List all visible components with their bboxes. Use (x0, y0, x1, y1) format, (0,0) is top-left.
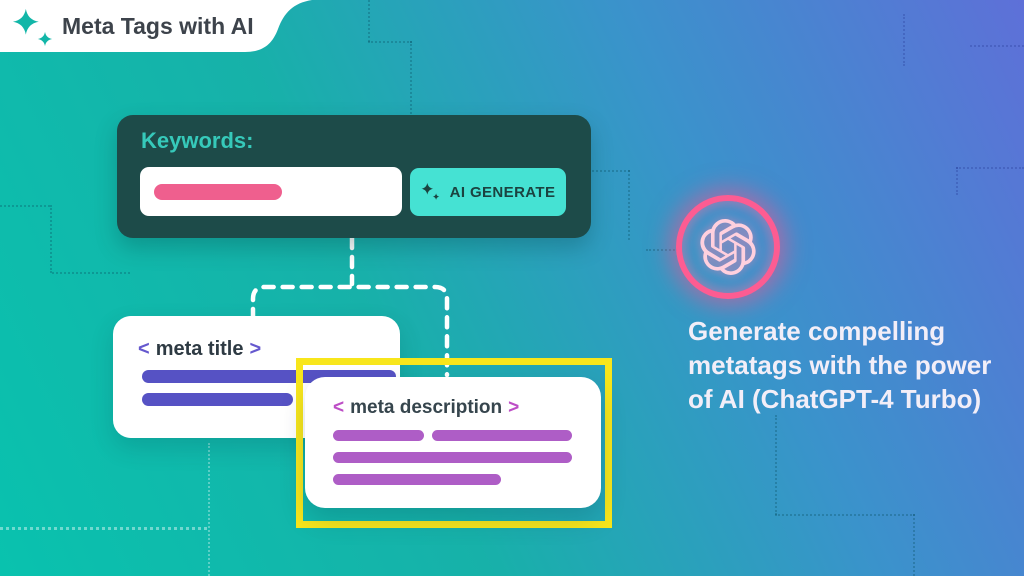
sparkles-icon (12, 8, 53, 47)
decor-dotted-line (368, 0, 370, 42)
decor-dotted-line (0, 205, 50, 207)
decor-dotted-line (970, 45, 1024, 47)
meta-description-label: meta description (350, 397, 503, 418)
decor-dotted-line (646, 249, 678, 251)
tagline: Generate compelling metatags with the po… (688, 314, 1018, 416)
feature-banner: Meta Tags with AI (0, 0, 330, 56)
banner-shape (0, 0, 312, 52)
description-text-placeholder-bar (333, 430, 424, 441)
decor-dotted-line (956, 167, 958, 195)
sparkles-icon (421, 182, 439, 200)
description-text-placeholder-bar (432, 430, 572, 441)
tagline-line: Generate compelling (688, 316, 946, 346)
ai-generate-label: AI GENERATE (449, 183, 556, 201)
decor-dotted-line (628, 170, 630, 240)
bracket-open: < (138, 338, 150, 360)
decor-dotted-line (913, 514, 915, 576)
decor-dotted-line (956, 167, 1024, 169)
decor-dotted-line (208, 443, 210, 576)
description-text-placeholder-bar (333, 452, 572, 463)
ai-generate-button[interactable]: AI GENERATE (410, 168, 566, 216)
meta-description-card: < meta description > (305, 377, 601, 508)
openai-logo-ring (676, 195, 780, 299)
bracket-close: > (249, 338, 262, 360)
tagline-line: of AI (ChatGPT-4 Turbo) (688, 384, 982, 414)
keywords-input[interactable] (140, 167, 402, 216)
openai-logo-icon (700, 219, 756, 275)
decor-dotted-line (775, 514, 915, 516)
description-text-placeholder-bar (333, 474, 501, 485)
decor-dotted-line (50, 205, 52, 273)
keywords-card: Keywords: AI GENERATE (117, 115, 591, 238)
decor-dotted-line (775, 415, 777, 515)
bracket-close: > (508, 397, 520, 418)
highlight-box (296, 358, 612, 528)
keywords-label: Keywords: (141, 128, 254, 153)
bracket-open: < (333, 397, 345, 418)
decor-dotted-line (903, 14, 905, 66)
decor-dotted-line (368, 41, 412, 43)
keyword-placeholder-bar (154, 184, 282, 200)
feature-title: Meta Tags with AI (62, 13, 254, 39)
decor-dotted-line (0, 527, 207, 530)
meta-description-header: < meta description > (333, 397, 519, 419)
decor-dotted-line (410, 41, 412, 117)
meta-title-header: < meta title > (138, 338, 261, 361)
title-text-placeholder-bar (142, 393, 293, 406)
meta-title-label: meta title (155, 338, 244, 360)
decor-dotted-line (52, 272, 130, 274)
decor-dotted-line (592, 170, 630, 172)
tagline-line: metatags with the power (688, 350, 992, 380)
